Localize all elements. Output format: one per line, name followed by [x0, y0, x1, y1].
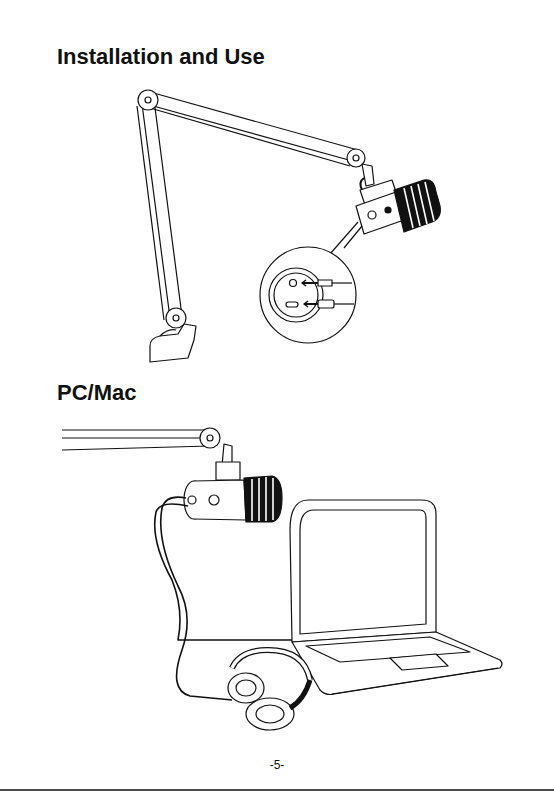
upper-arm: [146, 92, 358, 162]
laptop-edge: [332, 668, 498, 694]
footer-rule: [0, 789, 554, 791]
mount-stem: [362, 164, 374, 186]
mic-knob: [209, 495, 219, 505]
arm-joint: [138, 90, 158, 110]
desk-clamp: [150, 324, 196, 362]
arrowhead: [304, 301, 308, 307]
joint-pin: [353, 155, 359, 161]
leader-line: [344, 226, 362, 248]
boom-arm: [62, 430, 210, 450]
ear-cup-inner: [236, 680, 256, 696]
mic-grille: [244, 476, 282, 522]
section-heading: PC/Mac: [57, 380, 136, 406]
joint-pin: [145, 97, 151, 103]
usb-cable: [334, 303, 354, 304]
laptop-screen: [300, 510, 426, 634]
leader-line: [330, 222, 358, 254]
mic-base: [269, 268, 323, 322]
ear-cup: [246, 698, 294, 730]
headphone-jack: [290, 280, 297, 287]
mic-base-ring: [274, 273, 318, 317]
page-heading: Installation and Use: [57, 44, 265, 70]
ear-cup-inner: [256, 705, 284, 723]
ear-cup: [228, 673, 264, 703]
arm-joint: [200, 428, 220, 448]
lower-arm: [142, 100, 182, 318]
audio-cable: [161, 497, 232, 700]
audio-plug: [318, 280, 332, 286]
page-number: -5-: [270, 758, 285, 772]
joint-pin: [173, 315, 179, 321]
headband: [290, 680, 310, 708]
lower-arm-rail: [137, 106, 164, 320]
trackpad: [390, 654, 448, 670]
arm-joint: [166, 308, 186, 328]
upper-arm-rail: [150, 108, 350, 166]
laptop-screen-frame: [290, 500, 436, 642]
mic-knob: [368, 211, 376, 219]
mic-led: [385, 207, 391, 213]
rotate-arrow: [360, 178, 364, 190]
arrowhead: [302, 280, 306, 286]
mic-body: [194, 480, 246, 520]
plug-arrow: [302, 282, 318, 284]
keyboard: [306, 637, 470, 662]
mic-yoke: [216, 462, 240, 480]
joint-pin: [207, 435, 213, 441]
laptop-base: [292, 632, 502, 695]
mic-grille: [394, 180, 440, 232]
usb-plug: [318, 300, 334, 308]
usb-c-port: [286, 302, 298, 307]
clamp-edge: [160, 330, 176, 336]
audio-cable: [332, 282, 352, 283]
headphone-jack: [188, 496, 196, 504]
detail-inset: [260, 247, 356, 343]
